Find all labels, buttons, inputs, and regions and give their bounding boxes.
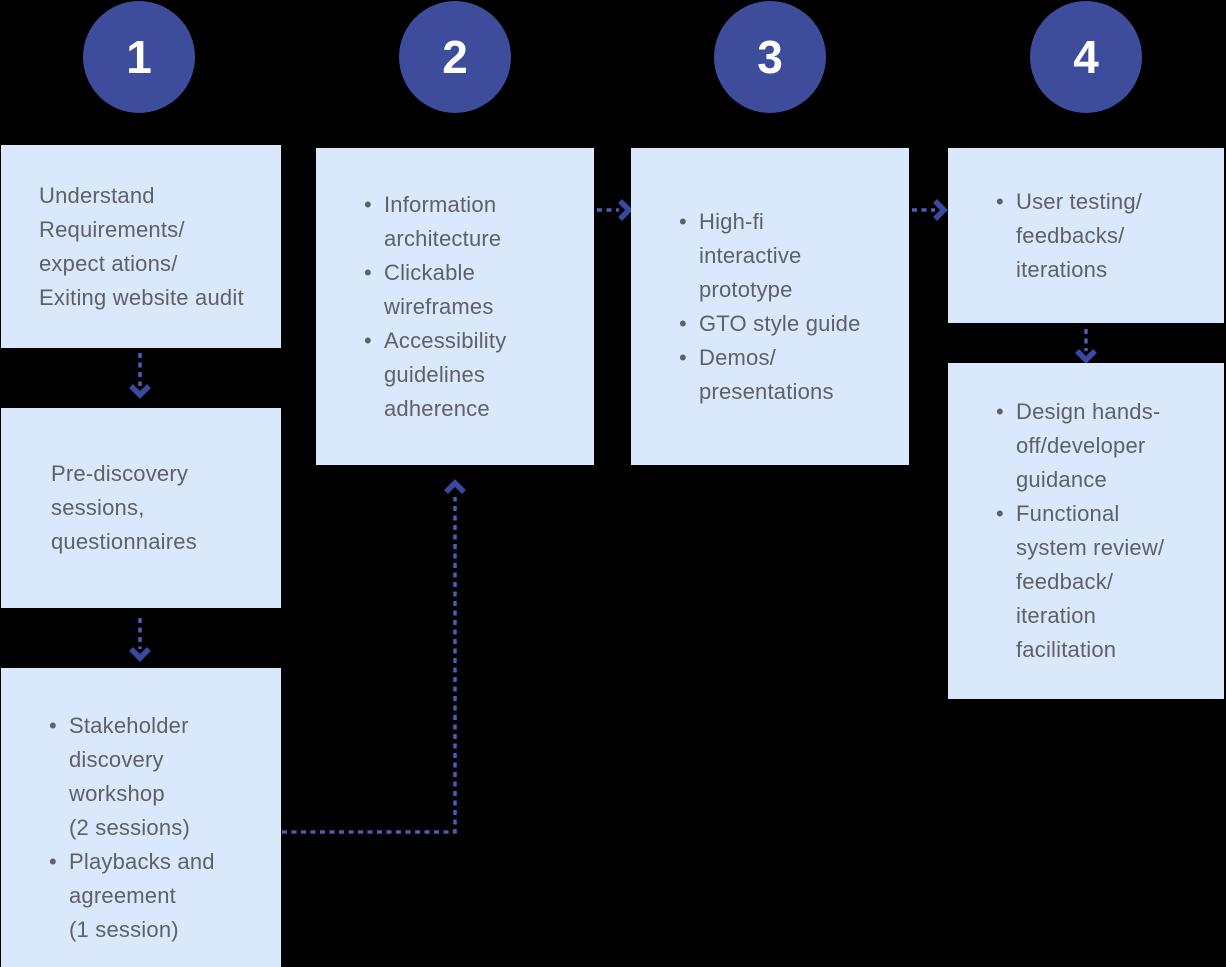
bullet-item: High-fi interactive prototype <box>679 205 899 307</box>
step3-box-prototype: High-fi interactive prototypeGTO style g… <box>631 148 909 465</box>
step4-box-handoff: Design hands- off/developer guidanceFunc… <box>948 363 1224 699</box>
box-text: Understand Requirements/ expect ations/ … <box>39 182 244 310</box>
arrow-down-icon <box>1075 329 1097 364</box>
step-number: 4 <box>1073 31 1099 83</box>
step4-box-user-testing: User testing/ feedbacks/ iterations <box>948 148 1224 323</box>
bullet-list: Stakeholder discovery workshop (2 sessio… <box>1 709 281 947</box>
step-number: 3 <box>757 31 783 83</box>
bullet-list: High-fi interactive prototypeGTO style g… <box>631 205 909 409</box>
bullet-item: Accessibility guidelines adherence <box>364 324 584 426</box>
step-circle-2: 2 <box>399 1 511 113</box>
bullet-list: Design hands- off/developer guidanceFunc… <box>948 395 1224 667</box>
box-text: Pre-discovery sessions, questionnaires <box>51 461 197 554</box>
bullet-item: User testing/ feedbacks/ iterations <box>996 185 1214 287</box>
bullet-item: Stakeholder discovery workshop (2 sessio… <box>49 709 271 845</box>
bullet-item: Design hands- off/developer guidance <box>996 395 1214 497</box>
arrow-up-elbow-icon <box>282 479 466 834</box>
arrow-down-icon <box>129 618 151 662</box>
step1-box-pre-discovery: Pre-discovery sessions, questionnaires <box>1 408 281 608</box>
step-circle-4: 4 <box>1030 1 1142 113</box>
bullet-item: Functional system review/ feedback/ iter… <box>996 497 1214 667</box>
step1-box-understand-requirements: Understand Requirements/ expect ations/ … <box>1 145 281 348</box>
step-circle-3: 3 <box>714 1 826 113</box>
step-number: 2 <box>442 31 468 83</box>
arrow-right-icon <box>597 199 633 221</box>
step-circle-1: 1 <box>83 1 195 113</box>
bullet-list: Information architectureClickable wirefr… <box>316 188 594 426</box>
bullet-list: User testing/ feedbacks/ iterations <box>948 185 1224 287</box>
bullet-item: GTO style guide <box>679 307 899 341</box>
arrow-right-icon <box>912 199 948 221</box>
bullet-item: Playbacks and agreement (1 session) <box>49 845 271 947</box>
bullet-item: Clickable wireframes <box>364 256 584 324</box>
arrow-down-icon <box>129 353 151 399</box>
step-number: 1 <box>126 31 152 83</box>
bullet-item: Information architecture <box>364 188 584 256</box>
bullet-item: Demos/ presentations <box>679 341 899 409</box>
step2-box-wireframes: Information architectureClickable wirefr… <box>316 148 594 465</box>
step1-box-stakeholder-workshops: Stakeholder discovery workshop (2 sessio… <box>1 668 281 967</box>
